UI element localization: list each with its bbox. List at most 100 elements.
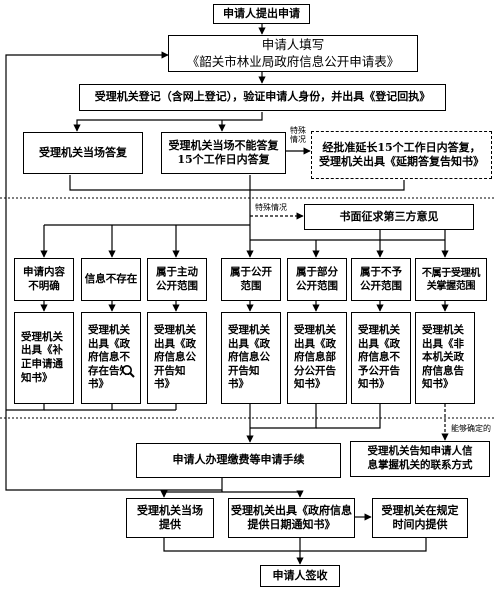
node-reply-in-15-days: 受理机关当场不能答复 15个工作日内答复 [161,132,286,174]
node-text: 受理机关当场不能答复 [168,138,279,152]
node-text: 出具《政 [358,337,400,350]
node-text: 受理机关当场 [137,503,203,517]
node-text: 公开范围 [156,279,198,292]
node-text: 府信息不 [88,351,130,364]
node-text: 开告知 [228,364,260,377]
node-text: 出具《政 [154,337,196,350]
node-applicant-submits: 申请人提出申请 [213,4,310,24]
node-text: 息掌握机关的联系方式 [367,459,473,471]
node-text: 提供 [159,518,181,531]
edge-loop-back [5,51,222,491]
node-text: 府信息公 [154,351,196,364]
node-text: 《韶关市林业局政府信息公开申请表》 [186,53,400,69]
node-extension-notice: 经批准延长15个工作日内答复， 受理机关出具《延期答复告知书》 [311,131,492,179]
node-text: 出具《补 [21,344,63,357]
edge-n4-merge [69,175,405,191]
category-proactive-disclosure: 属于主动公开范围 [147,258,207,301]
category-unclear-request: 申请内容不明确 [14,258,74,301]
node-provision-date-notice: 受理机关出具《政府信息 提供日期通知书》 [228,498,355,538]
result-proactive-notice: 受理机关 出具《政 府信息公 开告知 书》 [147,312,207,404]
note-line: 特殊情况 [255,203,287,212]
node-text: 受理机关在规定 [381,503,459,517]
node-text: 信息不存在 [84,272,138,285]
special-case-note-1: 特殊 情况 [289,126,307,145]
node-text: 知书》 [358,378,390,391]
node-text: 属于公开 [230,265,272,278]
node-provide-within-time: 受理机关在规定 时间内提供 [372,498,468,538]
node-text: 受理机关 [154,323,196,336]
node-text: 申请内容 [23,265,65,278]
node-text: 府信息部 [294,351,336,364]
node-text: 府信息不 [358,351,400,364]
node-text: 申请人提出申请 [223,6,300,20]
node-text: 受理机关 [228,323,270,336]
node-text: 开告知 [154,364,186,377]
node-text: 出具《政 [294,337,336,350]
node-text: 存在告知 [88,364,130,377]
node-inform-holding-agency: 受理机关告知申请人信 息掌握机关的联系方式 [350,441,490,477]
node-text: 府信息告 [422,364,464,377]
node-text: 受理机关当场答复 [39,145,127,159]
node-text: 受理机关告知申请人信 [367,445,473,458]
node-text: 不属于受理机 [421,267,481,279]
node-text: 正申请通 [21,358,63,370]
node-text: 15个工作日内答复 [177,153,270,166]
node-fill-application-form: 申请人填写 《韶关市林业局政府信息公开申请表》 [168,35,418,72]
node-text: 关掌握范围 [426,280,476,292]
node-text: 书》 [228,378,249,391]
category-partial-disclosure: 属于部分公开范围 [287,258,347,301]
node-text: 府信息公 [228,351,270,364]
node-text: 申请人填写 [261,37,325,53]
magnifier-icon [122,365,135,378]
node-text: 受理机关出具《政府信息 [231,503,352,517]
node-text: 受理机关出具《延期答复告知书》 [319,155,484,168]
node-text: 本机关政 [422,351,464,364]
category-info-not-exist: 信息不存在 [81,258,141,301]
node-text: 出具《政 [228,337,270,350]
result-disclosure-notice: 受理机关 出具《政 府信息公 开告知 书》 [221,312,281,404]
note-line: 特殊 [290,126,306,135]
node-applicant-signs: 申请人签收 [260,565,340,587]
node-register-verify: 受理机关登记（含网上登记），验证申请人身份，并出具《登记回执》 [79,84,446,111]
node-text: 提供日期通知书》 [247,518,336,531]
able-to-determine-note: 能够确定的 [450,424,492,434]
result-non-disclosure-notice: 受理机关 出具《政 府信息不 予公开告 知书》 [351,312,411,404]
node-text: 受理机关 [88,323,130,336]
node-text: 经批准延长15个工作日内答复， [322,140,481,154]
node-text: 公开范围 [360,279,402,292]
node-text: 受理机关 [21,330,63,343]
node-text: 知书》 [422,378,454,391]
node-text: 受理机关 [294,323,336,336]
node-reply-on-spot: 受理机关当场答复 [23,132,143,174]
note-line: 情况 [290,135,306,145]
node-text: 属于不予 [360,265,402,278]
node-text: 书》 [154,378,175,391]
node-provide-on-spot: 受理机关当场 提供 [126,498,214,538]
node-text: 属于主动 [156,265,198,278]
node-text: 出具《政 [88,337,130,350]
node-text: 受理机关 [422,323,464,336]
node-text: 受理机关登记（含网上登记），验证申请人身份，并出具《登记回执》 [94,90,431,104]
node-third-party-opinion: 书面征求第三方意见 [304,204,474,230]
result-correction-notice: 受理机关 出具《补 正申请通 知书》 [14,312,74,404]
edge-n3-split [73,112,263,132]
category-not-disclosable: 属于不予公开范围 [351,258,411,301]
result-not-this-agency-notice: 受理机关 出具《非 本机关政 府信息告 知书》 [415,312,475,404]
node-text: 申请人签收 [272,568,328,582]
node-text: 书》 [88,378,109,391]
node-text: 不明确 [28,279,60,292]
node-text: 予公开告 [358,364,400,377]
node-text: 属于部分 [296,265,338,278]
node-pay-fees-procedures: 申请人办理缴费等申请手续 [136,443,341,478]
node-text: 知书》 [21,371,53,384]
node-text: 出具《非 [422,337,464,350]
node-text: 书面征求第三方意见 [339,209,439,223]
note-line: 能够确定的 [451,424,491,433]
special-case-note-2: 特殊情况 [254,203,288,213]
category-disclosable: 属于公开范围 [221,258,281,301]
node-text: 范围 [240,279,262,292]
node-text: 公开范围 [296,279,338,292]
node-text: 申请人办理缴费等申请手续 [172,453,305,467]
